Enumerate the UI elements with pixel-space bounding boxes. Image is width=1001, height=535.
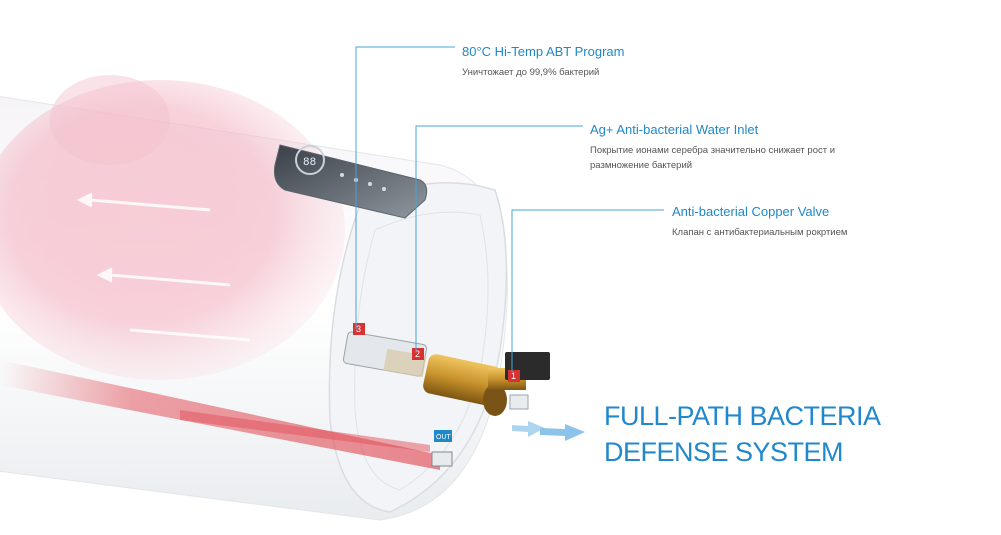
leader-line-1 xyxy=(355,46,455,330)
callout-title: 80°C Hi-Temp ABT Program xyxy=(462,44,625,59)
svg-text:2: 2 xyxy=(415,349,420,359)
control-panel: 88 xyxy=(274,144,428,219)
leader-line-2 xyxy=(415,125,583,352)
callout-leader-lines xyxy=(355,46,664,372)
headline-line-1: FULL-PATH BACTERIA xyxy=(604,401,881,431)
svg-text:3: 3 xyxy=(356,324,361,334)
display-readout: 88 xyxy=(303,157,316,169)
callout-title: Anti-bacterial Copper Valve xyxy=(672,204,830,219)
cold-water-arrows xyxy=(512,421,585,441)
marker-1: 1 xyxy=(508,370,520,382)
copper-valve xyxy=(423,354,502,406)
callout-description: Покрытие ионами серебра значительно сниж… xyxy=(590,145,836,171)
marker-3: 3 xyxy=(353,323,365,335)
callout-copper-valve: Anti-bacterial Copper Valve Клапан с ант… xyxy=(672,204,847,240)
inner-tank-glow xyxy=(0,80,345,380)
callout-description: Клапан с антибактериальным рокртием xyxy=(672,227,848,238)
headline: FULL-PATH BACTERIA DEFENSE SYSTEM xyxy=(604,398,881,470)
leader-line-3 xyxy=(511,209,664,372)
marker-2: 2 xyxy=(412,348,424,360)
water-flow-arrows xyxy=(76,192,251,342)
callout-hi-temp-program: 80°C Hi-Temp ABT Program Уничтожает до 9… xyxy=(462,44,624,80)
hot-water-beam xyxy=(0,360,440,470)
outlet-label: OUT xyxy=(436,434,452,441)
dial-ring xyxy=(295,145,325,175)
callout-description: Уничтожает до 99,9% бактерий xyxy=(462,67,600,78)
callout-title: Ag+ Anti-bacterial Water Inlet xyxy=(590,122,759,137)
svg-text:1: 1 xyxy=(511,371,516,381)
callout-water-inlet: Ag+ Anti-bacterial Water Inlet Покрытие … xyxy=(590,122,880,173)
headline-line-2: DEFENSE SYSTEM xyxy=(604,437,844,467)
outlet-fitting: OUT xyxy=(431,430,453,467)
